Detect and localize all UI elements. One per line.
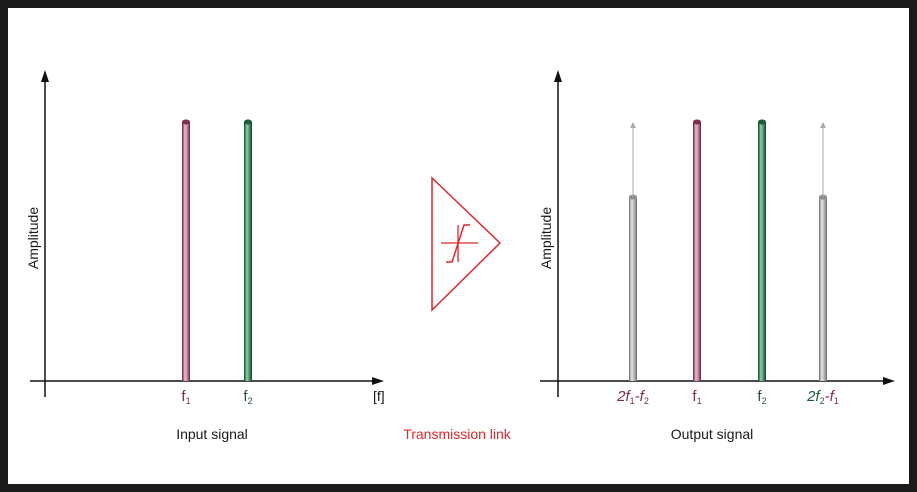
input-label-f2-part: f (243, 388, 248, 405)
output-label-imd-high-part: 2f (806, 388, 821, 405)
output-line-f1 (693, 119, 701, 381)
input-label-f1: f1 (181, 388, 190, 406)
input-y-axis (41, 70, 49, 397)
input-x-axis (30, 377, 384, 385)
output-label-f2: f2 (757, 388, 766, 406)
input-label-f1-part: 1 (186, 396, 191, 406)
output-label-imd-high-part: -f (825, 388, 836, 405)
input-label-f2: f2 (243, 388, 252, 406)
link-caption: Transmission link (403, 426, 512, 442)
output-line-imd-high (819, 194, 827, 381)
nonlinear-amplifier-icon (431, 176, 502, 312)
output-line-imd-low (629, 194, 637, 381)
input-line-f1 (182, 119, 190, 381)
output-label-f2-part: f (757, 388, 762, 405)
output-label-f1-part: 1 (697, 396, 702, 406)
input-caption: Input signal (176, 426, 248, 442)
output-label-imd-low: 2f1-f2 (616, 388, 649, 406)
output-label-imd-low-part: 1 (630, 396, 635, 406)
output-label-f1-part: f (692, 388, 697, 405)
output-line-f2 (758, 119, 766, 381)
input-y-axis-label: Amplitude (25, 207, 41, 269)
output-caption: Output signal (671, 426, 754, 442)
output-label-imd-low-part: -f (635, 388, 646, 405)
output-label-imd-low-part: 2f (616, 388, 631, 405)
input-line-f2 (244, 119, 252, 381)
output-x-axis (540, 377, 895, 385)
output-arrow-imd-low (630, 122, 636, 198)
output-y-axis (554, 70, 562, 397)
output-label-imd-high-part: 2 (820, 396, 825, 406)
output-label-f2-part: 2 (762, 396, 767, 406)
output-label-imd-high-part: 1 (834, 396, 839, 406)
output-arrow-imd-high (820, 122, 826, 198)
output-label-imd-high: 2f2-f1 (806, 388, 839, 406)
input-label-f1-part: f (181, 388, 186, 405)
input-label-f2-part: 2 (248, 396, 253, 406)
output-label-imd-low-part: 2 (644, 396, 649, 406)
output-label-f1: f1 (692, 388, 701, 406)
input-x-axis-unit: [f] (373, 388, 385, 404)
output-y-axis-label: Amplitude (538, 207, 554, 269)
